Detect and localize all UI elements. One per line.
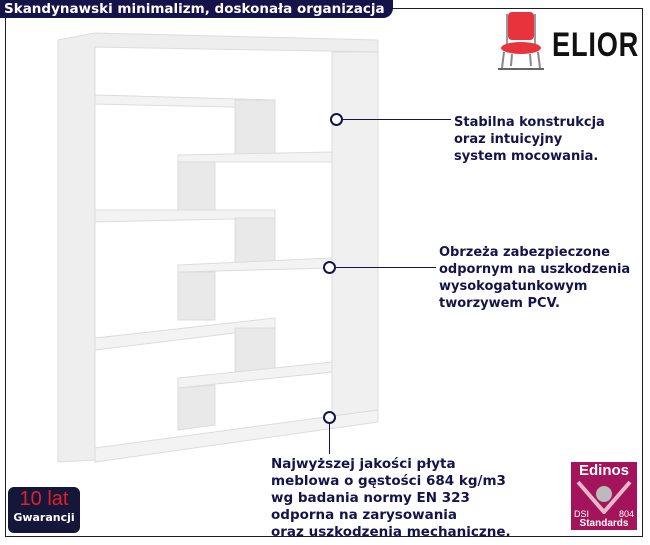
- certificate-badge: Edinos DSI 804 Standards: [571, 462, 637, 530]
- feature-line-3: [329, 424, 330, 454]
- warranty-years: 10 lat: [19, 488, 69, 510]
- feature-line-1: [343, 119, 451, 120]
- feature-construction: Stabilna konstrukcja oraz intuicyjny sys…: [454, 115, 605, 164]
- feature-edges: Obrzeża zabezpieczone odpornym na uszkod…: [439, 245, 631, 311]
- brand-logo: ELIOR: [552, 26, 640, 64]
- feature-marker-1: [330, 113, 343, 126]
- certificate-left: DSI: [574, 509, 590, 519]
- feature-line-2: [336, 267, 436, 268]
- feature-marker-3: [323, 411, 336, 424]
- certificate-label: Standards: [579, 518, 629, 529]
- page-title: Skandynawski minimalizm, doskonała organ…: [0, 0, 393, 18]
- chair-icon: [498, 12, 544, 70]
- certificate-brand: Edinos: [578, 462, 629, 479]
- feature-marker-2: [323, 261, 336, 274]
- warranty-badge: 10 lat Gwarancji: [8, 487, 80, 533]
- certificate-right: 804: [618, 509, 634, 519]
- feature-material: Najwyższej jakości płyta meblowa o gęsto…: [271, 456, 511, 540]
- warranty-label: Gwarancji: [13, 511, 75, 524]
- certificate-emblem-icon: [576, 480, 632, 514]
